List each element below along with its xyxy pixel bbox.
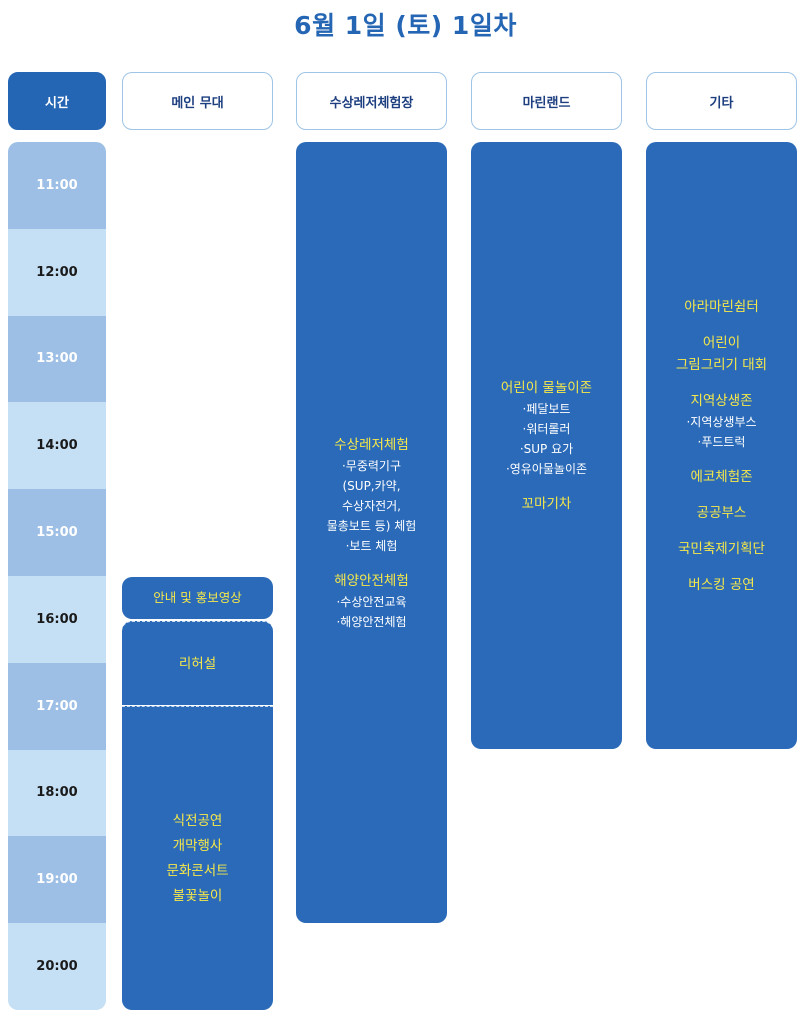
kids-water-zone-title: 어린이 물놀이존 [500,379,593,396]
water-leisure-block: 수상레저체험 ·무중력기구 (SUP,카약, 수상자전거, 물총보트 등) 체험… [296,142,447,923]
etc-item: 국민축제기획단 [678,540,765,557]
main-stage-rehearsal-label: 리허설 [178,655,217,672]
main-stage-intro-block: 안내 및 홍보영상 [122,577,273,619]
marine-land-block: 어린이 물놀이존 ·페달보트 ·워터롤러 ·SUP 요가 ·영유아물놀이존 꼬마… [471,142,622,749]
main-stage-event: 불꽃놀이 [172,887,223,904]
time-slot: 20:00 [8,923,106,1010]
time-slot: 13:00 [8,315,106,403]
etc-block: 아라마린쉼터 어린이 그림그리기 대회 지역상생존 ·지역상생부스 ·푸드트럭 … [646,142,797,749]
time-slot: 14:00 [8,402,106,490]
marine-safety-item: ·수상안전교육 [336,594,407,609]
time-slot: 11:00 [8,142,106,229]
header-marine-land: 마린랜드 [471,72,622,130]
main-stage-events-block: 식전공연 개막행사 문화콘서트 불꽃놀이 [122,706,273,1010]
water-leisure-item: ·무중력기구 [341,458,401,473]
water-leisure-item: ·보트 체험 [345,538,398,553]
header-time: 시간 [8,72,106,130]
header-main-stage: 메인 무대 [122,72,273,130]
kids-water-zone-item: ·페달보트 [522,401,571,416]
header-water-leisure: 수상레저체험장 [296,72,447,130]
main-stage-event: 식전공연 [172,812,223,829]
main-stage-rehearsal-block: 리허설 [122,621,273,705]
time-slot: 16:00 [8,575,106,663]
page-title: 6월 1일 (토) 1일차 [294,11,517,40]
header-etc: 기타 [646,72,797,130]
etc-item: 지역상생존 [690,392,753,409]
water-leisure-item: 물총보트 등) 체험 [326,518,417,533]
etc-item: 버스킹 공연 [688,576,755,593]
time-slot: 19:00 [8,836,106,924]
kids-water-zone-item: ·영유아물놀이존 [505,461,588,476]
water-leisure-item: 수상자전거, [341,498,401,513]
kids-water-zone-item: ·SUP 요가 [519,441,574,456]
time-slot: 18:00 [8,749,106,837]
main-stage-event: 문화콘서트 [166,862,229,879]
etc-subitem: ·푸드트럭 [697,434,746,449]
kids-water-zone-item: ·워터롤러 [522,421,571,436]
etc-item: 어린이 [702,334,741,351]
time-column: 11:00 12:00 13:00 14:00 15:00 16:00 17:0… [8,142,106,1010]
etc-subitem: ·지역상생부스 [686,414,757,429]
time-slot: 12:00 [8,228,106,316]
etc-item: 공공부스 [696,504,747,521]
etc-item: 그림그리기 대회 [675,356,768,373]
marine-safety-item: ·해양안전체험 [336,614,407,629]
etc-item: 아라마린쉼터 [684,298,759,315]
marine-safety-title: 해양안전체험 [334,572,409,589]
water-leisure-title: 수상레저체험 [334,436,409,453]
main-stage-event: 개막행사 [172,837,223,854]
water-leisure-item: (SUP,카약, [342,478,401,493]
time-slot: 15:00 [8,489,106,576]
mini-train-title: 꼬마기차 [521,495,572,512]
main-stage-intro-label: 안내 및 홍보영상 [153,590,242,605]
etc-item: 에코체험존 [690,468,753,485]
time-slot: 17:00 [8,662,106,750]
